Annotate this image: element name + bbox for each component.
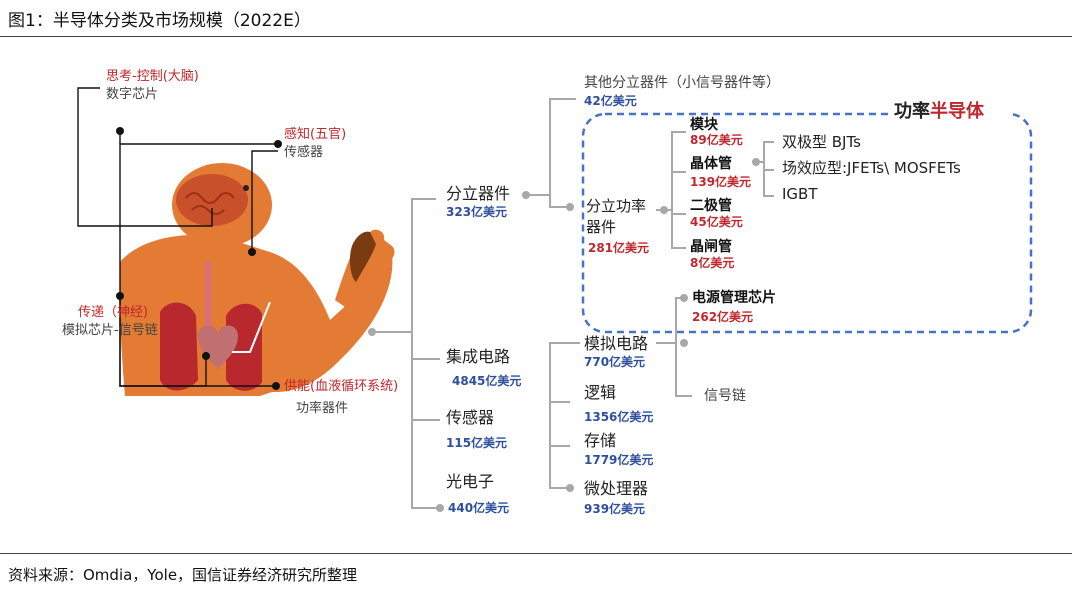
node-signal-chain: 信号链 [704,388,746,404]
bottom-rule [0,553,1072,554]
sense-title: 感知(五官) [284,128,346,143]
node-fet: 场效应型:JFETs\ MOSFETs [782,160,961,177]
dot-brain [116,127,124,135]
node-discrete: 分立器件 [446,185,510,203]
think-sub: 数字芯片 [106,88,158,103]
ear-dot [243,185,249,191]
value-power-discrete: 281亿美元 [588,242,649,256]
dot-nerve [116,292,124,300]
node-bjt: 双极型 BJTs [782,134,861,151]
value-module: 89亿美元 [690,134,743,148]
node-thyristor: 晶闸管 [690,239,732,255]
value-diode: 45亿美元 [690,216,743,230]
transmit-title: 传递（神经) [78,306,148,321]
value-memory: 1779亿美元 [584,454,653,468]
sense-sub: 传感器 [284,146,323,161]
value-sensor: 115亿美元 [446,437,507,451]
value-other-discrete: 42亿美元 [584,95,637,109]
node-pmic: 电源管理芯片 [692,290,776,306]
value-ic: 4845亿美元 [452,375,521,389]
node-power-discrete-line1: 分立功率 [586,198,646,215]
dot-power [272,382,280,390]
dot-sense-a [274,140,282,148]
node-analog: 模拟电路 [584,335,648,353]
power-box-title: 功率半导体 [894,102,984,123]
node-memory: 存储 [584,432,616,450]
node-opto: 光电子 [446,473,494,491]
power-box-accent: 半导体 [930,101,984,122]
node-module: 模块 [690,117,718,133]
source-note: 资料来源：Omdia，Yole，国信证券经济研究所整理 [8,564,357,585]
value-logic: 1356亿美元 [584,411,653,425]
node-igbt: IGBT [782,186,818,203]
node-power-discrete-line2: 器件 [586,219,616,236]
transmit-sub: 模拟芯片-信号链 [62,324,158,339]
think-title: 思考-控制(大脑) [106,70,199,85]
value-transistor: 139亿美元 [690,176,751,190]
node-logic: 逻辑 [584,384,616,402]
dot-sense-b [248,248,256,256]
node-diode: 二极管 [690,198,732,214]
left-lung [160,303,198,391]
power-box-prefix: 功率 [894,101,930,122]
value-discrete: 323亿美元 [446,206,507,220]
value-thyristor: 8亿美元 [690,257,734,271]
dot-heart [202,352,210,360]
human-figure [119,163,394,396]
value-micro: 939亿美元 [584,503,645,517]
node-transistor: 晶体管 [690,156,732,172]
node-other-discrete: 其他分立器件（小信号器件等） [584,75,780,91]
value-pmic: 262亿美元 [692,311,753,325]
node-ic: 集成电路 [446,348,510,366]
node-sensor: 传感器 [446,409,494,427]
node-micro: 微处理器 [584,480,648,498]
value-analog: 770亿美元 [584,356,645,370]
value-opto: 440亿美元 [448,502,509,516]
power-title-label: 供能(血液循环系统) [284,380,398,395]
power-sub: 功率器件 [296,402,348,417]
